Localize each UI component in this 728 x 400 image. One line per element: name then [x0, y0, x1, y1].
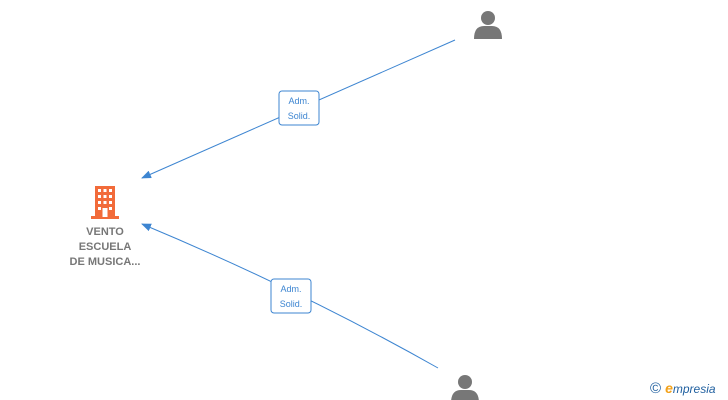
edge-label-line: Adm.	[280, 284, 301, 294]
brand-name: mpresia	[672, 382, 716, 396]
brand-logo-letter: e	[665, 380, 673, 396]
edge-label-line: Solid.	[280, 299, 303, 309]
copyright-icon: ©	[650, 380, 662, 397]
company-name-label[interactable]: VENTO ESCUELA DE MUSICA...	[58, 225, 152, 270]
edge-label-bottom[interactable]: Adm. Solid.	[270, 278, 312, 314]
building-icon[interactable]	[91, 186, 119, 219]
edge-label-line: Adm.	[288, 96, 309, 106]
company-name-line: DE MUSICA...	[69, 256, 141, 268]
company-name-line: VENTO	[86, 226, 124, 238]
edge-label-top[interactable]: Adm. Solid.	[278, 90, 320, 126]
copyright-footer: ©empresia	[650, 380, 716, 397]
edge-label-line: Solid.	[288, 111, 311, 121]
company-name-line: ESCUELA	[78, 241, 132, 253]
person-icon[interactable]	[451, 375, 479, 400]
person-icon[interactable]	[474, 11, 502, 39]
